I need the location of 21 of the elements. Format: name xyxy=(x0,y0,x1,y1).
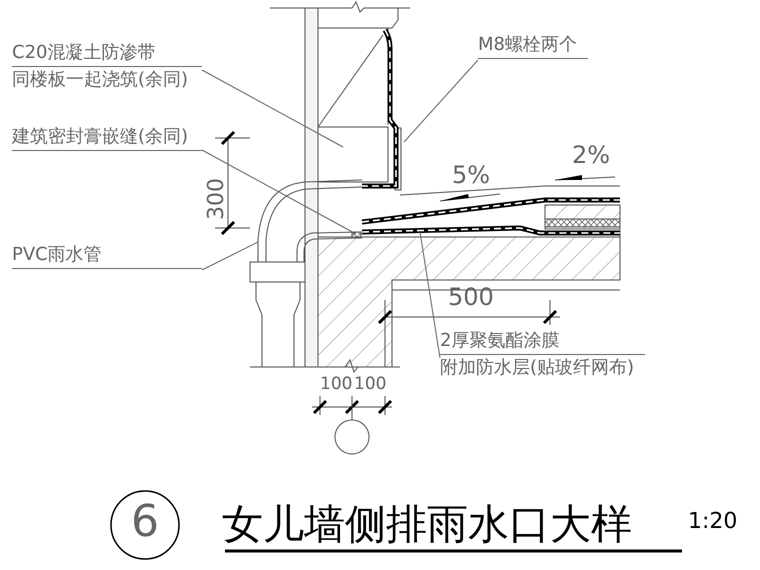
callout-label: M8螺栓两个 xyxy=(478,32,588,59)
dimension-text: 300 xyxy=(206,178,228,220)
callout-label: 同楼板一起浇筑(余同) xyxy=(12,68,190,92)
drawing-label: 1:20 xyxy=(688,511,738,533)
drawing-label: 2% xyxy=(572,143,610,167)
drawing-label: 6 xyxy=(131,500,159,544)
callout-label: PVC雨水管 xyxy=(12,242,202,269)
callout-label: 附加防水层(贴玻纤网布) xyxy=(440,356,636,380)
title: 女儿墙侧排雨水口大样 xyxy=(222,500,632,548)
leader-line xyxy=(202,150,356,234)
leader-line xyxy=(202,242,258,270)
leader-line xyxy=(404,60,478,142)
leader-line xyxy=(202,70,344,148)
drawing-label: 5% xyxy=(452,163,490,187)
callout-label: 2厚聚氨酯涂膜 xyxy=(440,328,645,355)
drawing-label: 500 xyxy=(448,285,494,309)
drawing-label: 100 xyxy=(320,376,352,393)
callout-label: 建筑密封膏嵌缝(余同) xyxy=(12,124,202,151)
drawing-label: 100 xyxy=(354,376,386,393)
leader-line xyxy=(420,232,440,358)
callout-label: C20混凝土防渗带 xyxy=(12,40,202,67)
